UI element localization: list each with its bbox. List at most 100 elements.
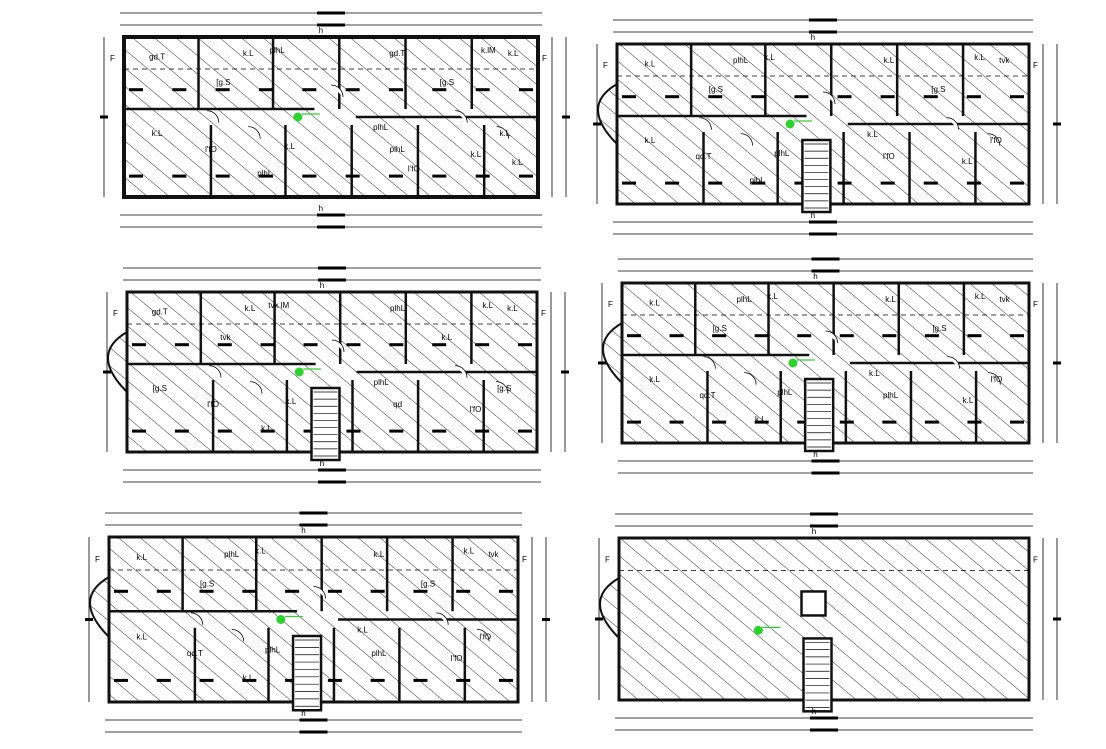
door-swing — [988, 372, 1001, 385]
bay-window — [89, 576, 110, 638]
room-label: l'fO — [408, 164, 420, 173]
room-label: plhL — [390, 304, 406, 313]
door-swing — [495, 381, 509, 394]
door-swing — [249, 381, 263, 394]
room-label: tvk — [220, 333, 231, 342]
section-marker-h: h — [319, 204, 323, 213]
dimension-tick — [413, 589, 428, 593]
door-swing — [455, 110, 468, 123]
dimension-tick — [346, 429, 361, 433]
room-label: k.L — [884, 56, 895, 65]
room-label: k.L — [152, 129, 163, 138]
dimension-tick — [712, 420, 727, 424]
room-label: k.L — [764, 53, 775, 62]
dimension-tick — [882, 334, 897, 338]
dimension-tick — [712, 334, 727, 338]
door-swing — [190, 612, 204, 625]
door-swing — [206, 110, 220, 123]
dimension-tick — [199, 678, 214, 682]
dimension-tick — [627, 420, 641, 424]
dimension-tick — [1053, 617, 1061, 621]
dimension-tick — [432, 174, 447, 178]
room-label: k.L — [243, 49, 254, 58]
room-label: l'fO — [207, 400, 219, 409]
dimension-tick — [327, 678, 342, 682]
section-marker-f: F — [1033, 555, 1038, 564]
dimension-tick — [665, 181, 680, 185]
section-marker-h: h — [812, 707, 816, 716]
dimension-tick — [317, 213, 345, 217]
stair-core — [801, 138, 832, 214]
dimension-tick — [1010, 334, 1024, 338]
room-label: gd.T — [149, 52, 165, 61]
dimension-tick — [156, 678, 171, 682]
dimension-tick — [794, 95, 809, 99]
door-swing — [987, 133, 1001, 146]
dimension-tick — [389, 343, 404, 347]
dimension-tick — [811, 471, 840, 475]
dimension-tick — [754, 334, 769, 338]
dimension-tick — [475, 88, 490, 92]
room-label: l'fO — [470, 405, 482, 414]
room-label: k.L — [963, 396, 974, 405]
level-marker-icon — [294, 367, 304, 377]
room-label: k.L — [767, 292, 778, 301]
room-label: plhL — [265, 646, 281, 655]
room-label: plhL — [224, 550, 240, 559]
room-label: k.L — [482, 301, 493, 310]
dimension-tick — [924, 334, 939, 338]
section-marker-f: F — [95, 555, 100, 564]
room-label: [g.S — [440, 78, 454, 87]
section-marker-h: h — [812, 527, 816, 536]
bay-window — [599, 577, 620, 639]
room-label: plhL — [774, 149, 790, 158]
door-swing — [946, 117, 959, 130]
section-marker-f: F — [608, 300, 613, 309]
stair-core — [802, 637, 833, 713]
dimension-tick — [499, 678, 513, 682]
stair-core — [803, 377, 835, 453]
dimension-tick — [172, 174, 187, 178]
dimension-tick — [299, 718, 328, 722]
room-label: k.L — [645, 136, 656, 145]
room-label: k.L — [136, 553, 147, 562]
section-marker-h: h — [301, 709, 305, 718]
room-label: qd.T — [187, 649, 203, 658]
dimension-tick — [432, 343, 447, 347]
dimension-tick — [413, 678, 428, 682]
dimension-tick — [156, 589, 171, 593]
room-label: k.L — [962, 157, 973, 166]
dimension-tick — [432, 429, 447, 433]
room-label: k.L — [885, 295, 896, 304]
dimension-tick — [751, 95, 766, 99]
dimension-tick — [317, 23, 345, 27]
dimension-tick — [751, 181, 766, 185]
dimension-tick — [810, 524, 838, 528]
room-label: tvk — [488, 550, 499, 559]
room-label: k.L — [464, 547, 475, 556]
dimension-tick — [259, 88, 273, 92]
bay-window — [107, 331, 128, 393]
room-label: k.L — [255, 547, 266, 556]
dimension-tick — [561, 370, 569, 374]
dimension-tick — [519, 88, 533, 92]
door-swing — [454, 365, 468, 378]
dimension-tick — [967, 420, 982, 424]
dimension-tick — [217, 343, 232, 347]
room-label: qd.T — [696, 152, 712, 161]
section-marker-f: F — [1033, 300, 1038, 309]
dimension-tick — [242, 678, 257, 682]
roof-hatch-box — [800, 590, 827, 617]
room-label: l'fO — [205, 145, 217, 154]
dimension-tick — [839, 420, 854, 424]
dimension-tick — [708, 95, 723, 99]
door-swing — [825, 330, 838, 344]
section-marker-f: F — [1033, 61, 1038, 70]
dimension-tick — [924, 420, 939, 424]
level-marker-icon — [753, 625, 763, 635]
dimension-tick — [622, 181, 636, 185]
dimension-tick — [132, 343, 146, 347]
dimension-tick — [100, 115, 108, 119]
dimension-tick — [260, 429, 275, 433]
room-label: qd — [393, 400, 402, 409]
